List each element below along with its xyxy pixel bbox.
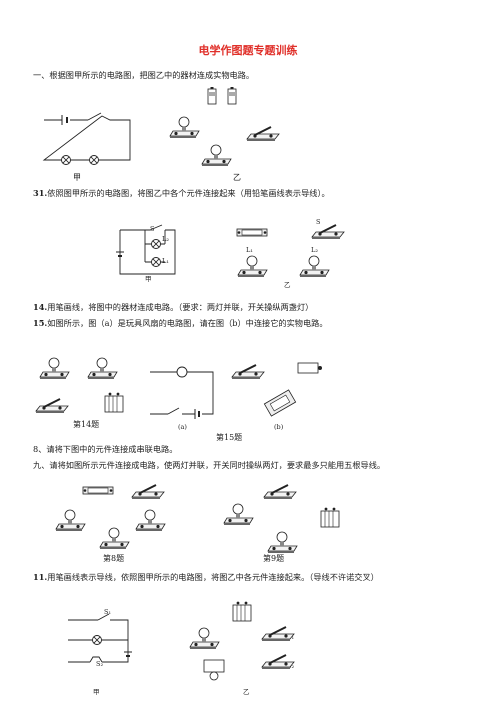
question-8: 8、请将下图中的元件连接成串联电路。 [33,444,178,454]
q15-schematic [150,366,214,419]
motor-body [297,362,319,374]
q31-l1-label: L₁ [162,257,169,265]
q1-fig-b-label: 乙 [233,173,241,182]
q8-label: 第8题 [103,554,125,563]
q15-label: 第15题 [216,433,243,442]
q31-l2-label: L₂ [162,235,169,243]
q11-s2-label: S₂ [96,660,104,668]
q8-components [55,484,166,550]
page-title: 电学作图题专题训练 [198,44,298,57]
question-1: 一、根据图甲所示的电路图，把图乙中的器材连成实物电路。 [33,70,255,80]
question-15: 15.如图所示，图（a）是玩具风扇的电路图，请在图（b）中连接它的实物电路。 [33,318,328,328]
q31-fig-b-label: 乙 [284,281,291,289]
q31-b-switch-label: S [316,218,321,226]
q11-components [189,601,295,681]
q1-schematic [42,112,131,165]
q31-components [236,224,345,278]
q9-components [223,484,340,554]
q1-components [169,86,280,167]
q31-b-l1-label: L₁ [246,246,253,254]
question-9: 九、请将如图所示元件连接成电路，使两灯并联，开关同时操纵两灯，要求最多只能用五根… [33,460,386,470]
q14-label: 第14题 [73,420,100,429]
q11-fig-a-label: 甲 [93,688,100,696]
q15-components [231,362,322,417]
bell [203,659,225,681]
q15-fig-b-label: (b) [274,423,284,431]
question-31: 31.依照图甲所示的电路图，将图乙中各个元件连接起来（用铅笔画线表示导线）。 [33,188,330,198]
question-14: 14.用笔画线，将图中的器材连成电路。（要求：两灯并联，开关操纵两盏灯） [33,302,314,312]
q31-schematic [116,224,176,275]
q11-schematic [68,613,132,663]
q15-fig-a-label: (a) [178,423,187,431]
q11-s1-label: S₁ [104,608,112,616]
question-11: 11.用笔画线表示导线，依照图甲所示的电路图，将图乙中各元件连接起来。（导线不许… [33,572,379,582]
q31-fig-a-label: 甲 [145,275,152,283]
q9-label: 第9题 [263,554,285,563]
fan-battery [263,389,297,417]
q1-fig-a-label: 甲 [73,173,81,182]
q11-fig-b-label: 乙 [243,688,250,696]
q31-b-l2-label: L₂ [311,246,318,254]
q14-components [35,357,124,414]
